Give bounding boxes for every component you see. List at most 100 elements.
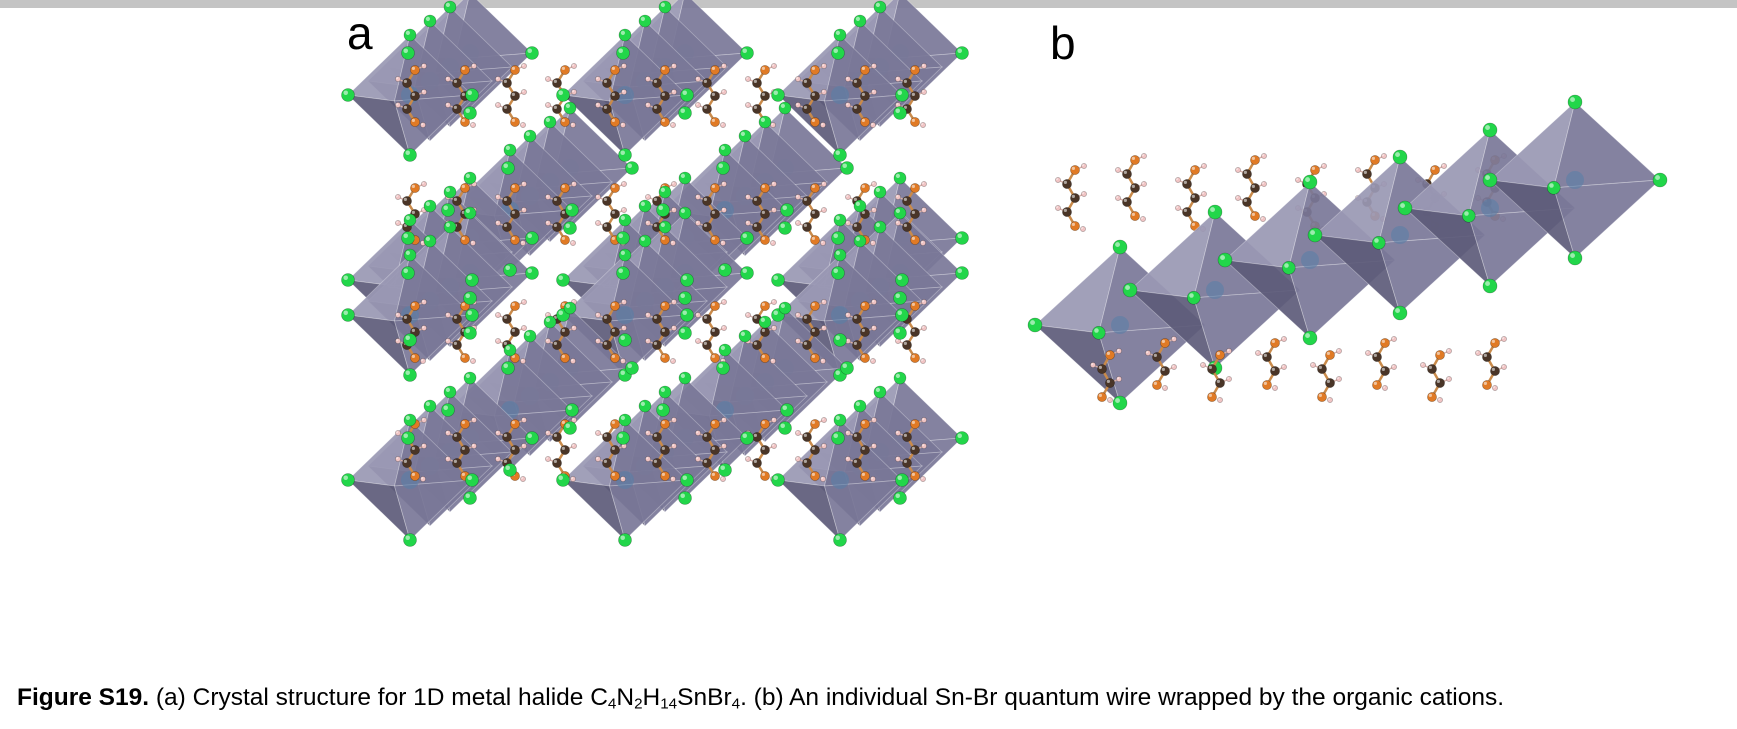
- carbon-atom-highlight: [603, 315, 607, 320]
- nitrogen-atom-highlight: [661, 66, 665, 70]
- hydrogen-atom: [845, 76, 851, 82]
- hydrogen-atom: [670, 122, 676, 128]
- hydrogen-atom: [595, 338, 601, 344]
- hydrogen-atom: [1381, 153, 1387, 159]
- carbon-atom: [510, 209, 520, 219]
- hydrogen-atom-highlight: [596, 457, 598, 459]
- hydrogen-atom: [620, 358, 626, 364]
- carbon-atom: [852, 458, 862, 468]
- hydrogen-atom: [821, 181, 827, 187]
- bromine-atom: [833, 213, 847, 227]
- bromine-atom: [955, 431, 969, 445]
- hydrogen-atom-highlight: [1502, 365, 1504, 367]
- hydrogen-atom: [570, 122, 576, 128]
- hydrogen-atom-highlight: [796, 195, 798, 197]
- hydrogen-atom-highlight: [496, 77, 498, 79]
- carbon-atom: [610, 209, 620, 219]
- carbon-atom-highlight: [811, 210, 815, 214]
- hydrogen-atom-highlight: [872, 90, 875, 92]
- hydrogen-atom-highlight: [722, 300, 724, 302]
- hydrogen-atom-highlight: [846, 457, 848, 459]
- bromine-atom: [503, 143, 517, 157]
- carbon-atom-highlight: [1071, 194, 1075, 198]
- hydrogen-atom-highlight: [421, 123, 423, 125]
- bromine-atom: [616, 231, 630, 245]
- hydrogen-atom: [895, 456, 901, 462]
- hydrogen-atom: [921, 89, 927, 95]
- bromine-atom-highlight: [895, 293, 900, 298]
- carbon-atom-highlight: [861, 210, 865, 214]
- hydrogen-atom-highlight: [646, 195, 648, 197]
- hydrogen-atom: [395, 102, 401, 108]
- carbon-atom: [652, 458, 662, 468]
- carbon-atom-highlight: [411, 92, 415, 96]
- carbon-atom-highlight: [1428, 365, 1432, 370]
- hydrogen-atom: [570, 358, 576, 364]
- hydrogen-atom: [621, 63, 627, 69]
- hydrogen-atom-highlight: [646, 431, 648, 433]
- carbon-atom: [402, 458, 412, 468]
- hydrogen-atom: [920, 358, 926, 364]
- hydrogen-atom-highlight: [672, 208, 674, 210]
- carbon-atom: [802, 340, 812, 350]
- hydrogen-atom-highlight: [1082, 164, 1084, 166]
- carbon-atom: [710, 209, 720, 219]
- carbon-atom-highlight: [703, 79, 707, 83]
- hydrogen-atom: [771, 325, 777, 331]
- carbon-atom: [902, 196, 912, 206]
- hydrogen-atom: [1336, 376, 1342, 382]
- hydrogen-atom: [871, 299, 877, 305]
- bromine-atom: [831, 231, 845, 245]
- hydrogen-atom: [670, 476, 676, 482]
- carbon-atom-highlight: [853, 315, 857, 320]
- hydrogen-atom: [695, 338, 701, 344]
- nitrogen-atom-highlight: [561, 118, 565, 122]
- carbon-atom: [1152, 352, 1162, 362]
- bromine-atom: [678, 371, 692, 385]
- hydrogen-atom: [1055, 177, 1061, 183]
- hydrogen-atom: [771, 417, 777, 423]
- hydrogen-atom-highlight: [772, 326, 774, 328]
- hydrogen-atom-highlight: [922, 300, 925, 302]
- hydrogen-atom-highlight: [521, 359, 523, 361]
- nitrogen-atom-highlight: [461, 184, 465, 188]
- carbon-atom: [1062, 207, 1072, 217]
- hydrogen-atom-highlight: [1116, 196, 1118, 198]
- hydrogen-atom: [795, 220, 801, 226]
- hydrogen-atom: [1226, 376, 1232, 382]
- carbon-atom-highlight: [753, 197, 757, 201]
- nitrogen-atom: [410, 65, 420, 75]
- bromine-atom: [716, 361, 730, 375]
- bromine-atom: [625, 161, 639, 175]
- hydrogen-atom-highlight: [496, 339, 498, 341]
- hydrogen-atom: [920, 240, 926, 246]
- carbon-atom-highlight: [453, 341, 457, 346]
- bromine-atom: [443, 385, 457, 399]
- hydrogen-atom-highlight: [672, 300, 674, 302]
- nitrogen-atom: [510, 117, 520, 127]
- hydrogen-atom-highlight: [446, 431, 448, 433]
- bromine-atom: [638, 14, 652, 28]
- bromine-atom-highlight: [640, 201, 645, 206]
- carbon-atom-highlight: [1063, 208, 1067, 212]
- hydrogen-atom-highlight: [572, 444, 574, 446]
- carbon-atom-highlight: [911, 328, 915, 333]
- nitrogen-atom: [660, 353, 670, 363]
- bromine-atom: [525, 231, 539, 245]
- hydrogen-atom: [571, 443, 577, 449]
- nitrogen-atom: [660, 235, 670, 245]
- hydrogen-atom-highlight: [646, 221, 648, 223]
- hydrogen-atom: [495, 430, 501, 436]
- hydrogen-atom: [1116, 348, 1122, 354]
- hydrogen-atom-highlight: [446, 103, 448, 105]
- nitrogen-atom: [510, 235, 520, 245]
- carbon-atom-highlight: [511, 446, 515, 451]
- carbon-atom: [652, 432, 662, 442]
- hydrogen-atom-highlight: [921, 477, 924, 479]
- carbon-atom-highlight: [603, 433, 607, 438]
- carbon-atom-highlight: [561, 210, 565, 214]
- hydrogen-atom: [670, 240, 676, 246]
- hydrogen-atom: [445, 102, 451, 108]
- hydrogen-atom-highlight: [422, 444, 424, 446]
- hydrogen-atom: [645, 456, 651, 462]
